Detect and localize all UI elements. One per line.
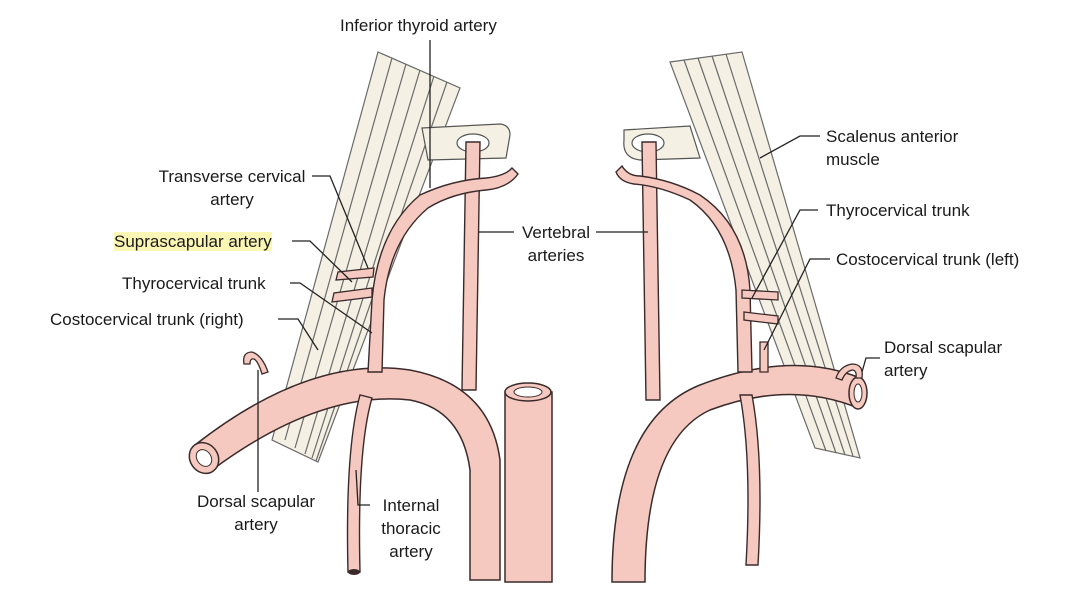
brachiocephalic-trunk bbox=[504, 391, 553, 583]
label-suprascapular-artery: Suprascapular artery bbox=[114, 230, 272, 253]
internal-thoracic-artery-left bbox=[739, 394, 761, 566]
leader-lines bbox=[257, 40, 880, 506]
vertebral-artery-right bbox=[461, 141, 481, 391]
vertebral-artery-left bbox=[641, 141, 661, 401]
label-dorsal-scapular-left-line2: artery bbox=[884, 361, 928, 380]
thyrocervical-trunk-right-vessel bbox=[367, 166, 519, 373]
label-inferior-thyroid-artery: Inferior thyroid artery bbox=[340, 16, 497, 35]
costocervical-trunk-left-vessel bbox=[759, 341, 769, 373]
label-dorsal-scapular-right-line2: artery bbox=[234, 515, 278, 534]
internal-thoracic-artery-right bbox=[346, 394, 373, 573]
label-dorsal-scapular-artery-right: Dorsal scapular artery bbox=[186, 490, 326, 536]
label-dorsal-scapular-left-line1: Dorsal scapular bbox=[884, 338, 1003, 357]
label-transverse-cervical-line1: Transverse cervical bbox=[158, 167, 306, 186]
subclavian-artery-right bbox=[193, 367, 501, 581]
label-dorsal-scapular-artery-left: Dorsal scapular artery bbox=[884, 336, 1002, 382]
transverse-cervical-artery-left bbox=[741, 289, 779, 301]
label-internal-thoracic-artery: Internal thoracic artery bbox=[374, 494, 448, 563]
label-vertebral-line2: arteries bbox=[527, 246, 585, 265]
label-scalenus-anterior-muscle: Scalenus anterior muscle bbox=[826, 125, 958, 171]
dorsal-scapular-artery-right-vessel bbox=[243, 351, 269, 375]
label-thyrocervical-trunk-left: Thyrocervical trunk bbox=[826, 201, 970, 220]
label-costocervical-trunk-right: Costocervical trunk (right) bbox=[50, 310, 244, 329]
label-vertebral-arteries: Vertebral arteries bbox=[516, 221, 596, 267]
transverse-process-left bbox=[623, 125, 701, 161]
label-internal-thoracic-line3: artery bbox=[389, 542, 433, 561]
label-dorsal-scapular-right-line1: Dorsal scapular bbox=[196, 492, 316, 511]
label-thyrocervical-trunk-right: Thyrocervical trunk bbox=[122, 274, 266, 293]
label-scalenus-line2: muscle bbox=[826, 150, 880, 169]
label-suprascapular-artery-text: Suprascapular artery bbox=[114, 232, 272, 251]
transverse-cervical-artery-right bbox=[335, 267, 375, 281]
dorsal-scapular-artery-left-vessel bbox=[835, 363, 863, 381]
label-costocervical-trunk-left: Costocervical trunk (left) bbox=[836, 250, 1020, 269]
thyrocervical-trunk-left-vessel bbox=[615, 164, 753, 373]
label-transverse-cervical-artery: Transverse cervical artery bbox=[152, 165, 312, 211]
label-internal-thoracic-line1: Internal bbox=[382, 496, 440, 515]
label-transverse-cervical-line2: artery bbox=[210, 190, 254, 209]
suprascapular-artery-left bbox=[743, 311, 779, 325]
label-internal-thoracic-line2: thoracic bbox=[381, 519, 441, 538]
label-vertebral-line1: Vertebral bbox=[521, 223, 591, 242]
label-scalenus-line1: Scalenus anterior bbox=[826, 127, 959, 146]
suprascapular-artery-right bbox=[331, 287, 373, 303]
